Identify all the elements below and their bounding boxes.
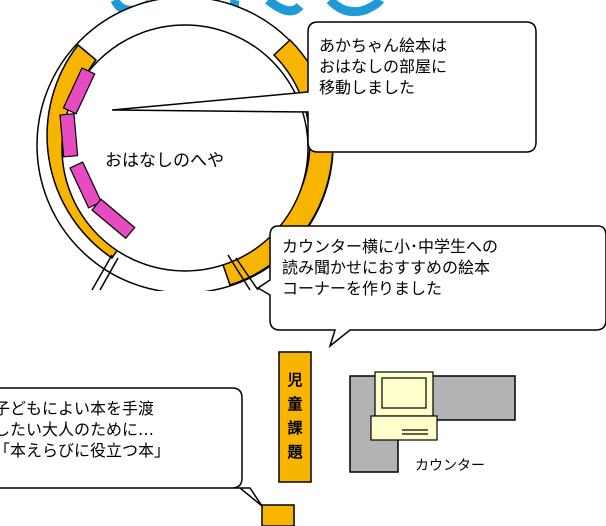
- callout-adult-books-text: 子どもによい本を手渡 したい大人のために… 「本えらびに役立つ本」: [0, 399, 171, 460]
- shelf-block: [261, 504, 295, 526]
- children-shelf-sign: [278, 351, 312, 483]
- children-shelf-label: 児 童 課 題: [287, 371, 303, 461]
- callout-baby-books-text: あかちゃん絵本は おはなしの部屋に 移動しました: [319, 36, 448, 97]
- counter-label: カウンター: [415, 458, 485, 474]
- room-inner-circle: [61, 24, 309, 272]
- book-shelf: [69, 161, 103, 209]
- callout-adult-books: [0, 387, 263, 507]
- callout-counter-corner-text: カウンター横に小･中学生への 読み聞かせにおすすめの絵本 コーナーを作りました: [282, 237, 499, 298]
- book-shelf: [59, 113, 79, 158]
- room-label: おはなしのへや: [105, 151, 224, 171]
- baby-book-shelves: [59, 67, 136, 240]
- computer-icon: [370, 371, 438, 441]
- callout-baby-books: [111, 21, 537, 153]
- book-shelf: [62, 67, 96, 115]
- entrance-lines: [91, 254, 259, 291]
- book-shelf: [91, 198, 136, 240]
